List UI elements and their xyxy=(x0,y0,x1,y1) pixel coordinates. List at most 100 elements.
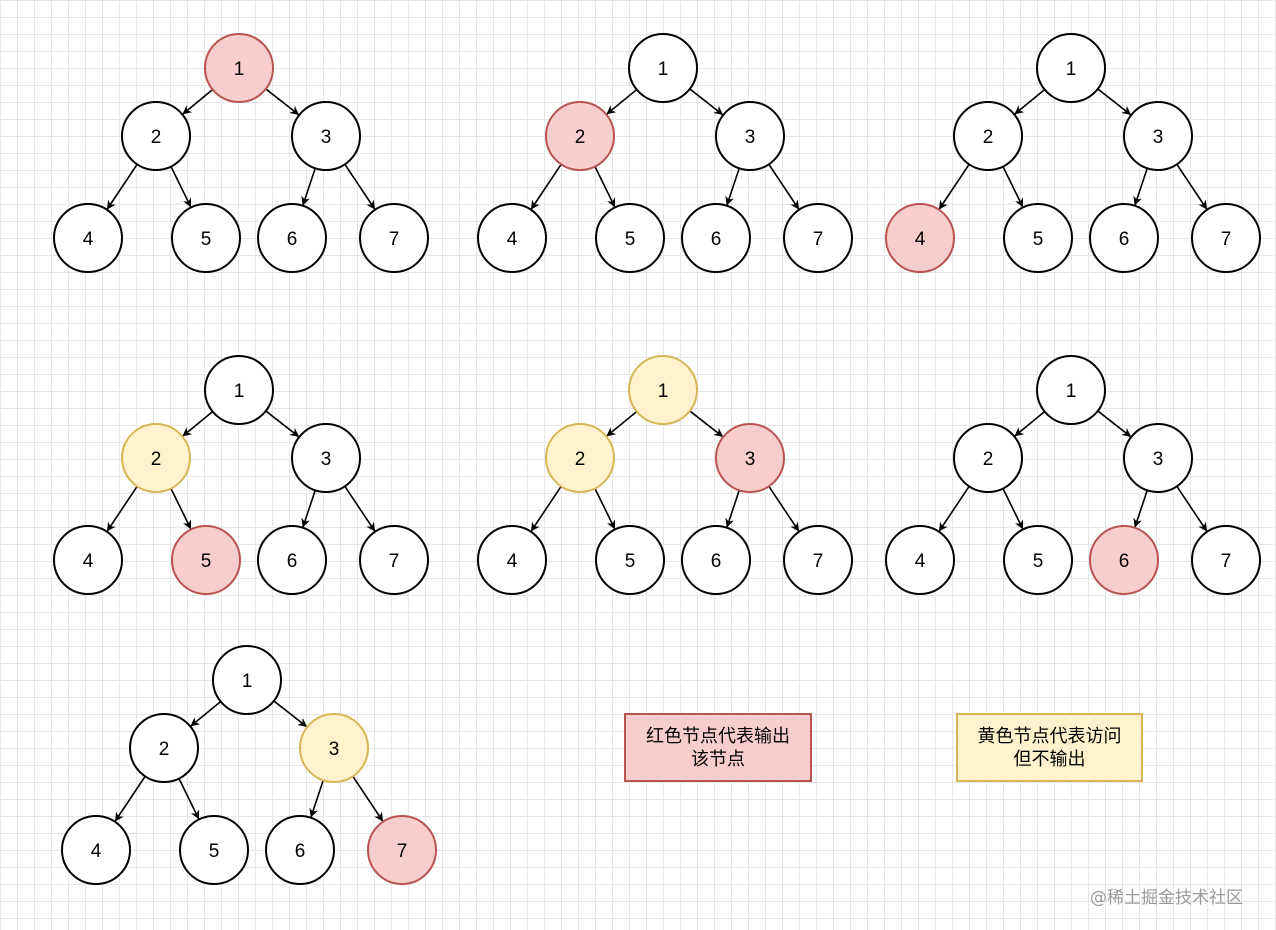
edge-arrow xyxy=(178,778,200,820)
edge-arrow xyxy=(190,700,222,727)
edge-arrow xyxy=(273,700,308,728)
edge-arrow xyxy=(114,775,146,822)
tree-node-label: 7 xyxy=(389,551,400,572)
tree-node-3 xyxy=(1123,423,1193,493)
tree-node-7 xyxy=(783,203,853,273)
edge-arrow xyxy=(170,488,192,530)
tree-node-label: 3 xyxy=(321,127,332,148)
tree-node-7 xyxy=(1191,203,1261,273)
tree-node-label: 5 xyxy=(201,229,212,250)
tree-node-2 xyxy=(129,713,199,783)
edge-arrow xyxy=(344,485,376,532)
tree-node-label: 4 xyxy=(83,229,94,250)
tree-node-6 xyxy=(265,815,335,885)
watermark: @稀土掘金技术社区 xyxy=(1090,888,1243,908)
tree-node-label: 5 xyxy=(1033,551,1044,572)
tree-node-label: 5 xyxy=(201,551,212,572)
tree-node-label: 7 xyxy=(389,229,400,250)
tree-node-3 xyxy=(1123,101,1193,171)
tree-node-label: 1 xyxy=(1066,381,1077,402)
tree-node-4 xyxy=(53,203,123,273)
tree-node-6 xyxy=(257,525,327,595)
tree-node-5 xyxy=(1003,203,1073,273)
edge-arrow xyxy=(182,410,214,437)
edge-arrow xyxy=(170,166,192,208)
tree-node-7 xyxy=(359,525,429,595)
tree-node-3 xyxy=(291,423,361,493)
tree-node-6 xyxy=(1089,525,1159,595)
tree-node-label: 4 xyxy=(915,229,926,250)
tree-node-label: 4 xyxy=(83,551,94,572)
tree-node-label: 3 xyxy=(1153,449,1164,470)
tree-node-label: 3 xyxy=(745,449,756,470)
tree-node-1 xyxy=(212,645,282,715)
tree-node-1 xyxy=(628,355,698,425)
tree-node-2 xyxy=(953,101,1023,171)
tree-node-6 xyxy=(257,203,327,273)
edge-arrow xyxy=(606,410,638,437)
edge-arrow xyxy=(1002,488,1024,530)
tree-node-label: 3 xyxy=(745,127,756,148)
tree-node-label: 6 xyxy=(1119,229,1130,250)
tree-node-1 xyxy=(1036,355,1106,425)
edge-arrow xyxy=(1014,88,1046,115)
legend-visited-yellow-text: 黄色节点代表访问 但不输出 xyxy=(977,725,1122,770)
tree-node-label: 7 xyxy=(1221,229,1232,250)
tree-node-2 xyxy=(545,423,615,493)
edge-arrow xyxy=(768,485,800,532)
tree-node-label: 4 xyxy=(507,551,518,572)
tree-node-label: 2 xyxy=(159,739,170,760)
tree-node-label: 6 xyxy=(287,551,298,572)
edge-arrow xyxy=(344,163,376,210)
tree-node-label: 1 xyxy=(658,381,669,402)
tree-node-5 xyxy=(171,525,241,595)
edge-arrow xyxy=(938,485,970,532)
tree-node-1 xyxy=(204,355,274,425)
tree-node-label: 4 xyxy=(915,551,926,572)
tree-node-label: 1 xyxy=(242,671,253,692)
tree-node-2 xyxy=(545,101,615,171)
edge-arrow xyxy=(265,410,300,438)
edge-arrow xyxy=(530,485,562,532)
tree-node-5 xyxy=(179,815,249,885)
tree-node-label: 4 xyxy=(91,841,102,862)
tree-node-2 xyxy=(121,423,191,493)
tree-node-label: 1 xyxy=(234,59,245,80)
tree-node-label: 3 xyxy=(329,739,340,760)
tree-node-label: 5 xyxy=(209,841,220,862)
tree-node-7 xyxy=(367,815,437,885)
tree-node-label: 7 xyxy=(1221,551,1232,572)
tree-node-4 xyxy=(477,525,547,595)
tree-node-4 xyxy=(53,525,123,595)
edge-arrow xyxy=(689,410,724,438)
edge-arrow xyxy=(106,163,138,210)
edge-arrow xyxy=(725,168,741,206)
legend-output-red: 红色节点代表输出 该节点 xyxy=(624,713,812,782)
legend-visited-yellow: 黄色节点代表访问 但不输出 xyxy=(956,713,1143,782)
tree-node-label: 6 xyxy=(711,229,722,250)
legend-output-red-text: 红色节点代表输出 该节点 xyxy=(646,725,790,770)
tree-node-label: 5 xyxy=(625,551,636,572)
edge-arrow xyxy=(265,88,300,116)
edge-arrow xyxy=(1014,410,1046,437)
edge-arrow xyxy=(106,485,138,532)
edge-arrow xyxy=(768,163,800,210)
tree-node-label: 1 xyxy=(1066,59,1077,80)
tree-node-label: 7 xyxy=(813,229,824,250)
tree-node-label: 4 xyxy=(507,229,518,250)
edge-arrow xyxy=(1133,490,1149,528)
tree-node-label: 6 xyxy=(711,551,722,572)
tree-node-7 xyxy=(1191,525,1261,595)
tree-node-label: 7 xyxy=(813,551,824,572)
edge-arrow xyxy=(301,168,317,206)
edge-arrow xyxy=(689,88,724,116)
tree-node-label: 2 xyxy=(983,127,994,148)
tree-node-6 xyxy=(681,203,751,273)
tree-node-label: 3 xyxy=(321,449,332,470)
